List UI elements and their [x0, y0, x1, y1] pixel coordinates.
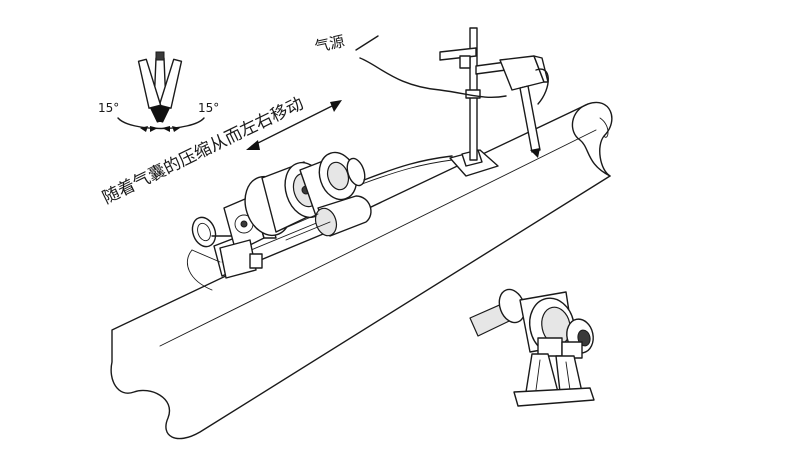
- air-source-label: 气源: [313, 32, 346, 56]
- angle-left-label: 15°: [98, 101, 119, 115]
- welding-carriage: [187, 151, 372, 291]
- air-source-callout: 气源: [313, 32, 379, 56]
- pipe: [110, 101, 613, 440]
- torch-right: [137, 58, 162, 123]
- torch-stand: [439, 27, 549, 177]
- torch-left: [158, 58, 183, 123]
- torch-angle-diagram: 15° 15°: [98, 51, 219, 132]
- rear-roller-stand: [469, 288, 595, 407]
- angle-right-label: 15°: [198, 101, 219, 115]
- air-hose: [359, 57, 507, 185]
